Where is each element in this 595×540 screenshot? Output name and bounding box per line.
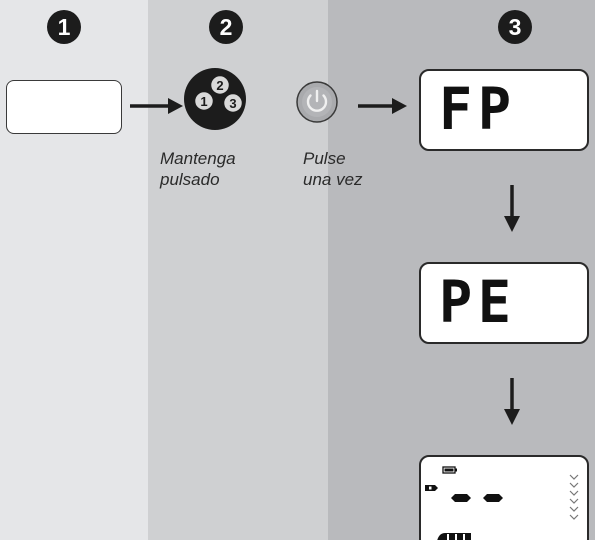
sensitivity-chevrons [569,474,579,520]
press-caption-line-2: una vez [303,170,363,189]
lcd-segments [425,466,579,540]
lcd-display-pe: PE [419,262,589,344]
dash-segments [451,494,503,502]
lcd-text-pe: PE [439,268,517,336]
signal-bar-segments [437,533,471,540]
marker-segment [425,485,438,491]
hold-caption-line-2: pulsado [160,170,220,189]
button-cluster[interactable]: 2 1 3 [184,68,246,130]
arrow-right-icon [358,98,407,114]
step-number-2: 2 [209,10,243,44]
arrow-right-icon [130,98,183,114]
step-number-1: 1 [47,10,81,44]
blank-display [6,80,122,134]
button-3-label: 3 [229,96,236,111]
power-icon [306,89,328,112]
step-number-3: 3 [498,10,532,44]
press-caption-line-1: Pulse [303,149,346,168]
arrow-down-icon [504,378,520,425]
button-1-label: 1 [200,94,207,109]
button-2-label: 2 [216,78,223,93]
lcd-text-fp: FP [439,75,517,143]
lcd-display-detect [419,455,589,540]
press-caption: Pulse una vez [303,148,363,190]
arrow-down-icon [504,185,520,232]
hold-caption-line-1: Mantenga [160,149,236,168]
power-button[interactable] [296,81,338,123]
hold-caption: Mantenga pulsado [160,148,236,190]
battery-icon [442,466,457,474]
lcd-display-fp: FP [419,69,589,151]
